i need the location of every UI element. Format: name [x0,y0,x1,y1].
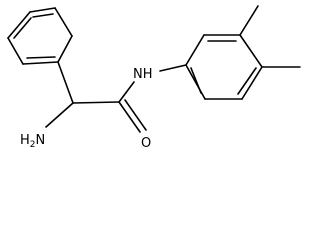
bond [239,34,263,68]
bond-carbonyl-c-o [118,101,141,133]
bond [22,61,59,65]
structure-diagram: NH O H2N [7,5,301,151]
bond-alpha-to-carbonyl [72,101,120,104]
bond-carbonyl-to-nh [118,81,135,103]
bond [57,35,73,63]
bond [7,37,24,65]
dimethylphenyl-ring [185,5,301,100]
oxygen-label: O [141,136,151,151]
double-bond-inner [13,17,32,39]
amine-label: H2N [20,133,45,150]
bond [185,64,206,100]
bond-alpha-to-n [45,102,74,128]
bond-carbonyl-c-o-double [124,99,147,131]
nh-label: NH [133,67,153,82]
bond [29,7,56,13]
double-bond-inner [26,56,56,59]
amine-label-subscript: 2 [30,140,36,150]
bond [7,11,31,39]
bond [241,66,263,100]
bond-ring-to-alpha [57,61,74,104]
amine-label-text: H [20,133,30,148]
amine-label-n: N [36,133,46,148]
bond [185,34,205,66]
phenyl-ring [7,7,73,65]
bond-methyl-meta [239,5,259,36]
double-bond-inner [32,13,54,18]
bond [54,7,73,37]
double-bond-inner [190,67,202,94]
molecule-svg: NH O H2N [7,5,301,151]
double-bond-inner [237,67,257,95]
bond-nh-to-aryl [159,64,187,72]
